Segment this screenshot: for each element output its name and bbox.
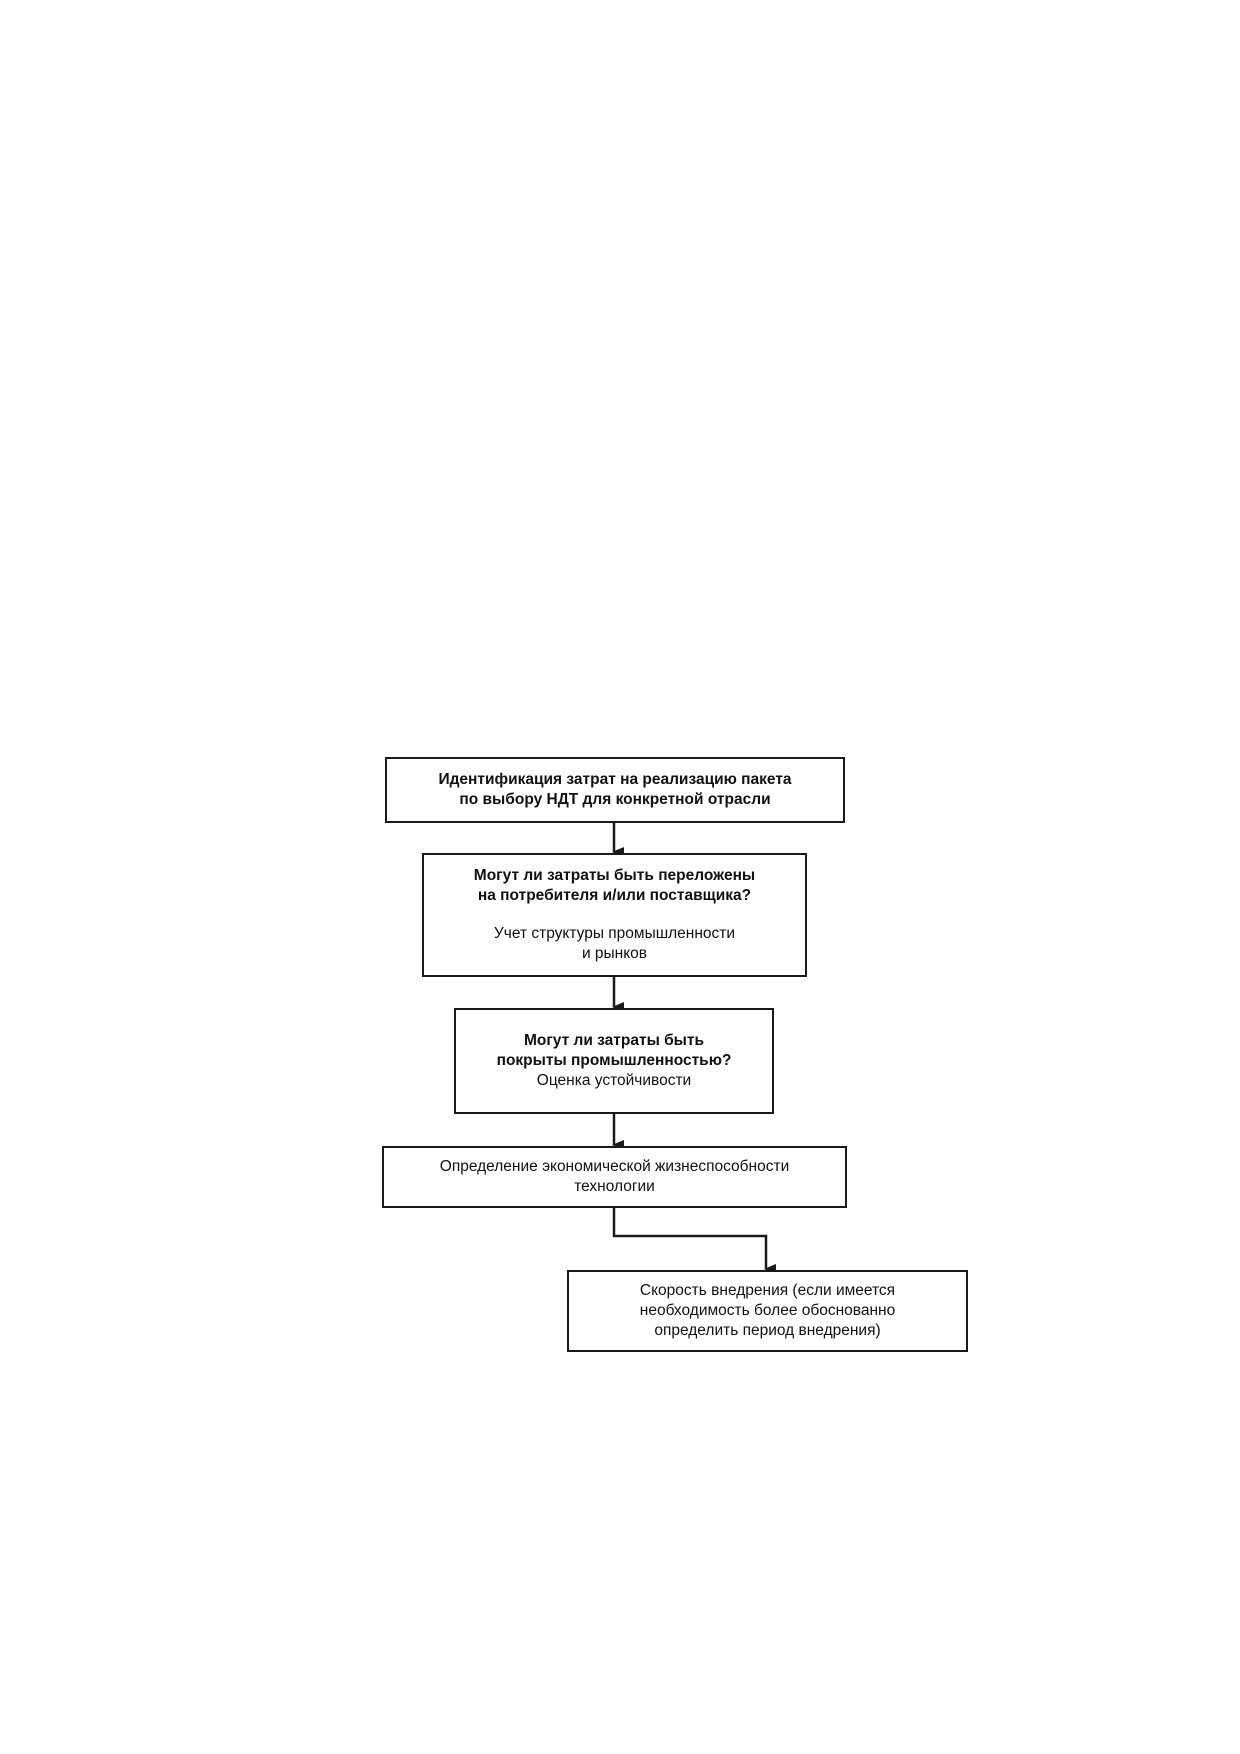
step-economic-viability-box: Определение экономической жизнеспособнос… [382, 1146, 847, 1208]
step-economic-viability-line-2: технологии [574, 1178, 655, 1195]
step-identify-costs-line-1: Идентификация затрат на реализацию пакет… [438, 771, 792, 788]
step-cost-transfer-box: Могут ли затраты быть переложены на потр… [422, 853, 807, 977]
step-cost-transfer-note-line-1: Учет структуры промышленности [493, 925, 736, 942]
step-economic-viability-line-1: Определение экономической жизнеспособнос… [439, 1158, 790, 1175]
step-cost-coverage-question-line-2: покрыты промышленностью? [496, 1052, 732, 1069]
step-implementation-speed-line-3: определить период внедрения) [654, 1322, 881, 1339]
step-cost-transfer-note-line-2: и рынков [581, 945, 648, 962]
arrow-box4-to-box5 [612, 1208, 776, 1274]
step-cost-transfer-question-line-2: на потребителя и/или поставщика? [477, 887, 752, 904]
step-implementation-speed-line-2: необходимость более обоснованно [639, 1302, 896, 1319]
step-cost-transfer-question-line-1: Могут ли затраты быть переложены [473, 867, 756, 884]
step-implementation-speed-box: Скорость внедрения (если имеется необход… [567, 1270, 968, 1352]
step-cost-coverage-note: Оценка устойчивости [536, 1072, 692, 1089]
step-identify-costs-box: Идентификация затрат на реализацию пакет… [385, 757, 845, 823]
step-cost-coverage-question-line-1: Могут ли затраты быть [523, 1032, 705, 1049]
step-implementation-speed-line-1: Скорость внедрения (если имеется [639, 1282, 896, 1299]
step-cost-coverage-box: Могут ли затраты быть покрыты промышленн… [454, 1008, 774, 1114]
step-identify-costs-line-2: по выбору НДТ для конкретной отрасли [459, 791, 771, 808]
